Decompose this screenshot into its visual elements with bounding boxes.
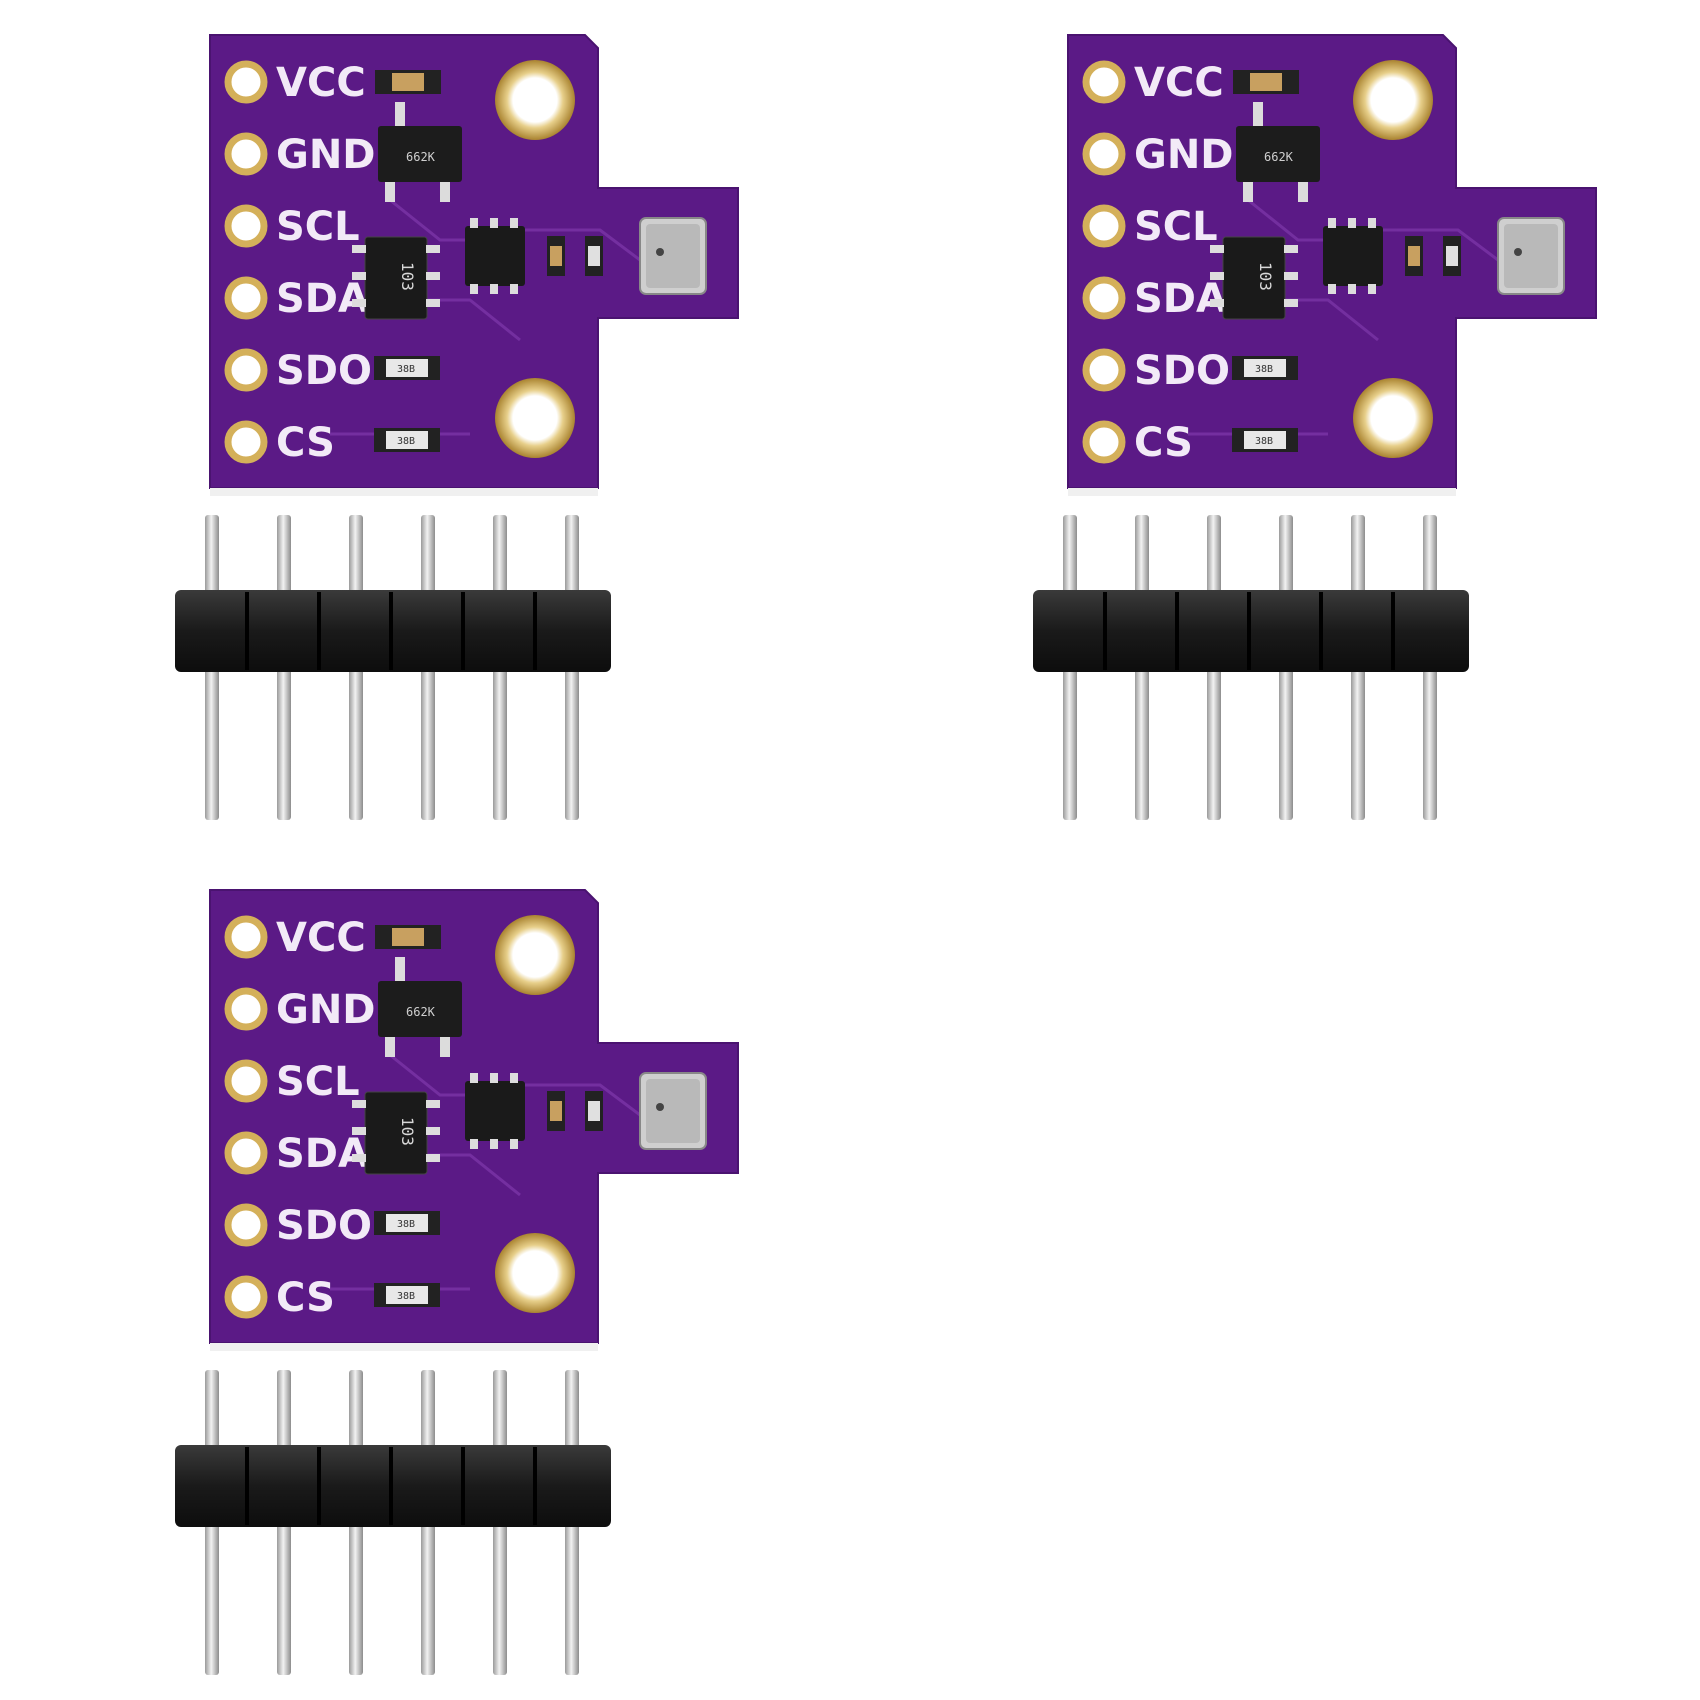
pressure-sensor xyxy=(639,1072,707,1150)
pressure-sensor xyxy=(639,217,707,295)
resistor-cs: 38B xyxy=(374,428,440,452)
passive-components xyxy=(547,1091,603,1131)
pin-pads xyxy=(224,60,268,464)
pin-label-gnd: GND xyxy=(276,132,376,178)
pin-header xyxy=(1033,515,1469,820)
regulator-code: 662K xyxy=(406,1005,436,1019)
mounting-hole-bottom xyxy=(495,378,575,458)
resistor-cs: 38B xyxy=(374,1283,440,1307)
mounting-hole-top xyxy=(495,60,575,140)
resistor-code: 38B xyxy=(397,436,415,447)
mounting-hole-top xyxy=(1353,60,1433,140)
mounting-hole-top xyxy=(495,915,575,995)
chip-code: 103 xyxy=(398,262,417,291)
resistor-cs: 38B xyxy=(1232,428,1298,452)
resistor-code: 38B xyxy=(1255,364,1273,375)
pressure-sensor xyxy=(1497,217,1565,295)
capacitor-top xyxy=(1233,70,1299,94)
capacitor-top xyxy=(375,70,441,94)
level-shifter-chip: 103 xyxy=(352,1091,440,1175)
mosfet-chip xyxy=(465,1073,525,1149)
level-shifter-chip: 103 xyxy=(1210,236,1298,320)
mosfet-chip xyxy=(1323,218,1383,294)
pin-pads xyxy=(1082,60,1126,464)
resistor-sdo: 38B xyxy=(374,1211,440,1235)
level-shifter-chip: 103 xyxy=(352,236,440,320)
voltage-regulator-chip: 662K xyxy=(1236,102,1320,202)
pin-label-cs: CS xyxy=(276,420,335,466)
pcb-bottom-gap xyxy=(1068,488,1456,496)
pin-label-scl: SCL xyxy=(276,1059,360,1105)
resistor-code: 38B xyxy=(397,364,415,375)
pin-label-vcc: VCC xyxy=(1134,60,1224,106)
mounting-hole-bottom xyxy=(1353,378,1433,458)
resistor-code: 38B xyxy=(397,1291,415,1302)
pin-label-sdo: SDO xyxy=(276,348,372,394)
pin-label-sdo: SDO xyxy=(276,1203,372,1249)
pin-label-gnd: GND xyxy=(276,987,376,1033)
capacitor-top xyxy=(375,925,441,949)
resistor-sdo: 38B xyxy=(374,356,440,380)
pin-label-cs: CS xyxy=(1134,420,1193,466)
pin-label-vcc: VCC xyxy=(276,915,366,961)
breakout-board: VCC GND SCL SDA SDO CS 662K xyxy=(1067,34,1597,496)
chip-code: 103 xyxy=(398,1117,417,1146)
pcb-bottom-gap xyxy=(210,488,598,496)
pin-header xyxy=(175,1370,611,1675)
breakout-board: VCC GND SCL SDA SDO CS xyxy=(209,34,739,496)
resistor-code: 38B xyxy=(397,1219,415,1230)
voltage-regulator-chip: 662K xyxy=(378,957,462,1057)
passive-components xyxy=(1405,236,1461,276)
pin-label-sdo: SDO xyxy=(1134,348,1230,394)
sensor-module-1: VCC GND SCL SDA SDO CS xyxy=(175,34,739,820)
pin-label-vcc: VCC xyxy=(276,60,366,106)
sensor-module-3: VCC GND SCL SDA SDO CS 662K xyxy=(175,889,739,1675)
resistor-sdo: 38B xyxy=(1232,356,1298,380)
pin-pads xyxy=(224,915,268,1319)
pin-label-cs: CS xyxy=(276,1275,335,1321)
pcb-traces xyxy=(1188,198,1499,436)
passive-components xyxy=(547,236,603,276)
pcb-bottom-gap xyxy=(210,1343,598,1351)
breakout-board: VCC GND SCL SDA SDO CS 662K xyxy=(209,889,739,1351)
pin-label-scl: SCL xyxy=(1134,204,1218,250)
pin-header xyxy=(175,515,611,820)
regulator-code: 662K xyxy=(1264,150,1294,164)
mounting-hole-bottom xyxy=(495,1233,575,1313)
pin-label-scl: SCL xyxy=(276,204,360,250)
regulator-code: 662K xyxy=(406,150,436,164)
resistor-code: 38B xyxy=(1255,436,1273,447)
sensor-module-2: VCC GND SCL SDA SDO CS 662K xyxy=(1033,34,1597,820)
voltage-regulator-chip: 662K xyxy=(378,102,462,202)
chip-code: 103 xyxy=(1256,262,1275,291)
mosfet-chip xyxy=(465,218,525,294)
pin-label-gnd: GND xyxy=(1134,132,1234,178)
